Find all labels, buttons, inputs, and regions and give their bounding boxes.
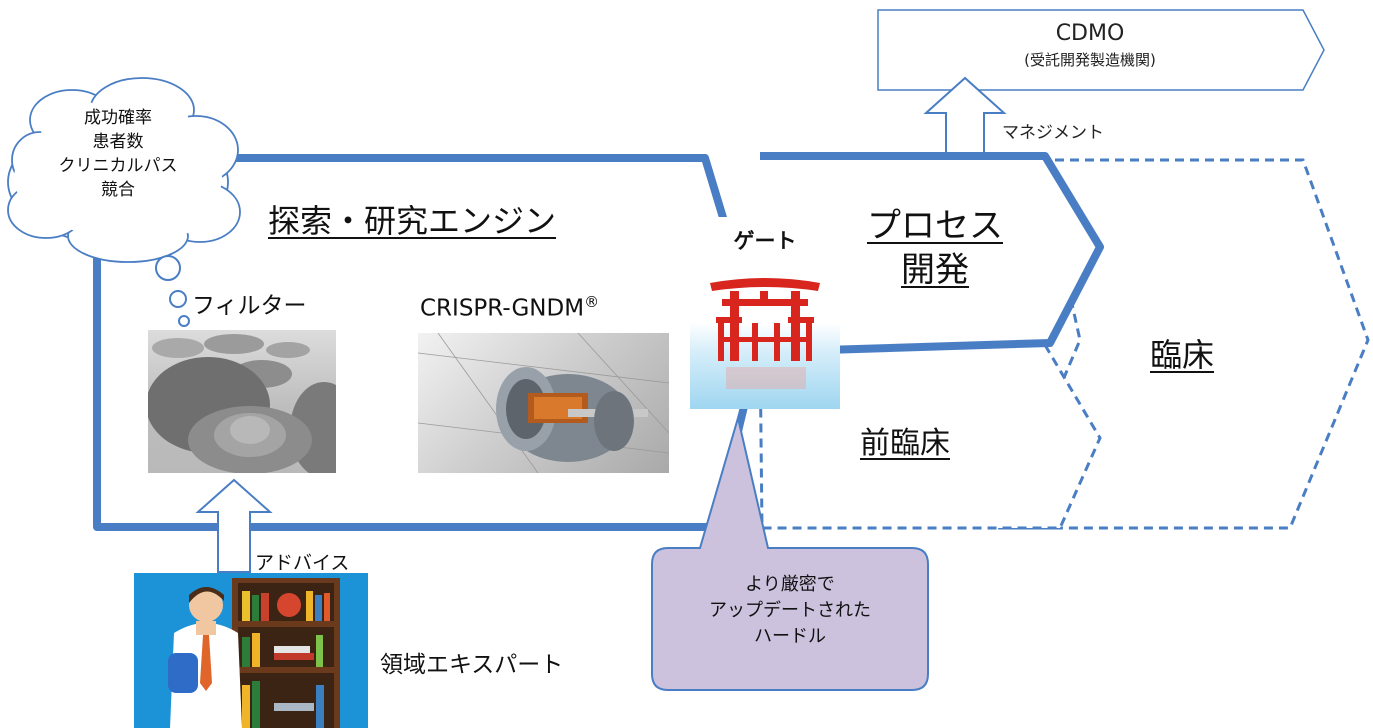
filter-photo bbox=[148, 330, 336, 473]
torii-icon bbox=[710, 278, 820, 389]
callout-line: アップデートされた bbox=[709, 600, 871, 621]
thought-trail-small bbox=[178, 315, 190, 327]
thought-text: 成功確率 患者数 クリニカルパス 競合 bbox=[28, 106, 208, 202]
process-dev-line2: 開発 bbox=[901, 250, 969, 290]
engine-title: 探索・研究エンジン bbox=[268, 202, 557, 240]
management-label: マネジメント bbox=[1002, 123, 1104, 143]
thought-line: 成功確率 bbox=[84, 108, 152, 128]
expert-illustration bbox=[134, 573, 368, 728]
clinical-label: 臨床 bbox=[1150, 336, 1215, 374]
callout-line: ハードル bbox=[754, 626, 826, 647]
motor-illustration bbox=[418, 333, 669, 473]
cdmo-box bbox=[877, 9, 1325, 91]
process-dev-shape bbox=[759, 152, 1104, 356]
thought-line: 競合 bbox=[101, 180, 135, 200]
advice-arrow bbox=[195, 478, 273, 573]
motor-photo bbox=[418, 333, 669, 473]
cdmo-title: CDMO bbox=[1055, 21, 1125, 46]
crispr-label: CRISPR-GNDM® bbox=[420, 293, 599, 322]
thought-line: クリニカルパス bbox=[58, 156, 178, 176]
registered-mark: ® bbox=[584, 293, 600, 311]
thought-trail-large bbox=[155, 255, 181, 281]
management-arrow bbox=[923, 76, 1007, 159]
filter-discs bbox=[148, 334, 336, 473]
thought-trail-medium bbox=[169, 290, 187, 308]
filter-label: フィルター bbox=[192, 293, 307, 319]
cdmo-subtitle: (受託開発製造機関) bbox=[1024, 51, 1156, 69]
expert-label: 領域エキスパート bbox=[380, 652, 564, 678]
callout-line: より厳密で bbox=[745, 574, 835, 595]
process-dev-line1: プロセス bbox=[867, 206, 1003, 246]
crispr-name: CRISPR-GNDM bbox=[420, 295, 585, 322]
thought-line: 患者数 bbox=[92, 132, 144, 152]
advice-label: アドバイス bbox=[255, 552, 350, 574]
gate-label: ゲート bbox=[733, 229, 797, 253]
process-dev-label: プロセス 開発 bbox=[860, 204, 1010, 292]
bookshelf-scientist-icon bbox=[168, 578, 340, 728]
preclinical-label: 前臨床 bbox=[860, 426, 950, 461]
preclinical-dashed-shape bbox=[758, 343, 1102, 530]
gate-image: ゲート bbox=[690, 217, 840, 409]
callout-text: より厳密で アップデートされた ハードル bbox=[652, 572, 928, 650]
hurdle-callout bbox=[651, 414, 929, 691]
